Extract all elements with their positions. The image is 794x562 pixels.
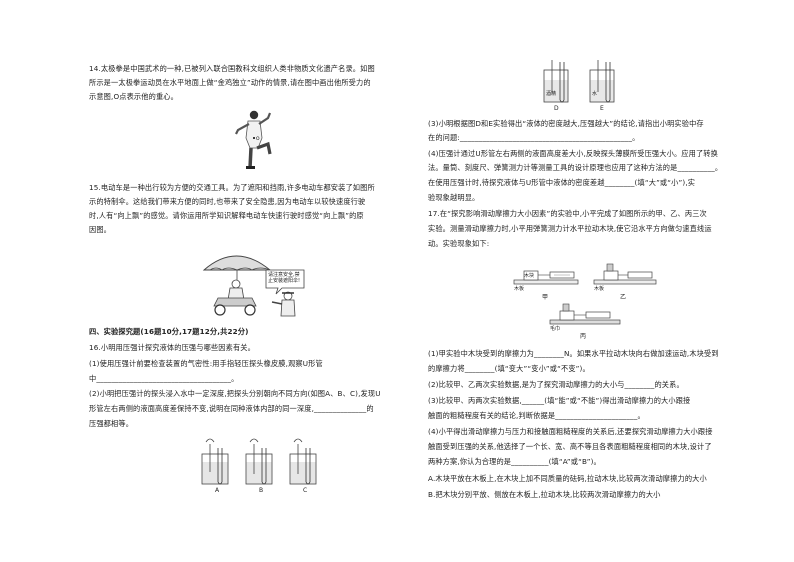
beaker-a [201,438,229,485]
liquid-label-water: 水 [592,91,598,97]
figure-label-c: C [303,487,308,494]
figure-label-d: D [554,105,559,112]
q16-part4-line1: (4)压强计通过U形管左右两侧的液面高度差大小,反映探头薄膜所受压强大小。应用了… [428,149,718,158]
q16-part2-line3: 压强都相等。 [89,419,134,428]
q14-line2: 所示是一太极拳运动员在水平地面上做“金鸡独立”动作的情景,请在图中画出他所受力的 [89,78,371,87]
q17-part1-line2: 的摩擦力将________(填“变大”“变小”或“不变”)。 [428,364,590,373]
q17-line3: 动。实验现象如下: [428,239,490,248]
label-towel: 毛巾 [550,326,561,332]
friction-experiment-figure: 木块 木板 甲 木板 乙 毛巾 丙 [510,254,660,340]
label-jia: 甲 [542,294,549,301]
q17-part1-line1: (1)甲实验中木块受到的摩擦力为________N。如果水平拉动木块向右做加速运… [428,349,719,358]
q16-part4-line3: 在使用压强计时,待探究液体与U形管中液体的密度差越________(填“大”或“… [428,178,696,187]
q16-part4-line2: 法。量筒、刻度尺、弹簧测力计等测量工具的设计原理也应用了这种方法的是______… [428,163,723,172]
taichi-figure: O [224,108,284,172]
q17-part3-line2: 触面的粗糙程度有关的结论,判断依据是______________________… [428,411,645,420]
scooter-umbrella-figure: 请注意安全,禁止安装遮阳伞! [200,240,310,318]
q16-part2-line2: 形管左右两侧的液面高度差保持不变,说明在同种液体内部的同一深度,________… [89,404,374,413]
q14-line3: 示意图,O点表示他的重心。 [89,92,178,101]
label-board-jia: 木板 [514,286,525,292]
label-yi: 乙 [620,294,627,301]
label-bing: 丙 [580,333,587,340]
q16-intro: 16.小明用压强计探究液体的压强与哪些因素有关。 [89,343,255,352]
figure-label-b: B [259,487,264,494]
q17-part4-line2: 触面受到压强的关系,他选择了一个长、宽、高不等且各表面粗糙程度相同的木块,设计了 [428,442,712,451]
q16-part3-line1: (3)小明根据图D和E实验得出“液体的密度越大,压强越大”的结论,请指出小明实验… [428,119,704,128]
q15-line1: 15.电动车是一种出行较为方便的交通工具。为了遮阳和挡雨,许多电动车都安装了如图… [89,183,375,192]
q17-option-b: B.把木块分别平放、侧放在木板上,拉动木块,比较两次滑动摩擦力的大小 [428,490,661,499]
q17-option-a: A.木块平放在木板上,在木块上加不同质量的砝码,拉动木块,比较两次滑动摩擦力的大… [428,474,707,483]
q16-part4-line4: 验现象越明显。 [428,193,480,202]
figure-label-a: A [215,487,220,494]
liquid-label-alcohol: 酒精 [546,91,557,97]
q17-part3-line1: (3)比较甲、丙两次实验数据,______(填“能”或“不能”)得出滑动摩擦力的… [428,396,691,405]
q15-line4: 因图。 [89,225,112,234]
beaker-c [289,438,317,485]
q16-part2-line1: (2)小明把压强计的探头浸入水中一定深度,把探头分别朝向不同方向(如图A、B、C… [89,389,381,398]
q15-line3: 时,人有“向上飘”的感觉。请你运用所学知识解释电动车快速行驶时感觉“向上飘”的原 [89,211,364,220]
figure-label-e: E [600,105,604,112]
q16-part3-line2: 在的问题:___________________________________… [428,133,640,142]
q17-part2: (2)比较甲、乙两次实验数据,是为了探究滑动摩擦力的大小与________的关系… [428,380,684,389]
q17-line1: 17.在“探究影响滑动摩擦力大小因素”的实验中,小平完成了如图所示的甲、乙、丙三… [428,209,707,218]
warning-bubble-text: 请注意安全,禁止安装遮阳伞! [268,272,301,284]
section-4-heading: 四、实验探究题(16题10分,17题12分,共22分) [89,327,249,336]
beaker-b [245,438,273,485]
pressure-gauge-figure-abc: A B C [196,434,326,496]
q16-part1-line2: 中____________________________________。 [89,374,239,383]
pressure-gauge-figure-de: 酒精 水 D E [540,56,630,114]
label-wood-block: 木块 [524,273,535,279]
q17-part4-line1: (4)小平得出滑动摩擦力与压力和接触面粗糙程度的关系后,还要探究滑动摩擦力大小跟… [428,427,713,436]
q17-part4-line3: 两种方案,你认为合理的是__________(填“A”或“B”)。 [428,457,601,466]
q17-line2: 实验。测量滑动摩擦力时,小平用弹簧测力计水平拉动木块,使它沿水平方向做匀速直线运 [428,224,712,233]
q15-line2: 示的特制伞。这给我们带来方便的同时,也带来了安全隐患,因为电动车以较快速度行驶 [89,197,366,206]
svg-text:O: O [256,136,260,142]
label-board-yi: 木板 [594,286,605,292]
q16-part1-line1: (1)使用压强计前要检查装置的气密性:用手指轻压探头橡皮膜,观察U形管 [89,359,323,368]
q14-line1: 14.太极拳是中国武术的一种,已被列入联合国教科文组织人类非物质文化遗产名录。如… [89,64,375,73]
